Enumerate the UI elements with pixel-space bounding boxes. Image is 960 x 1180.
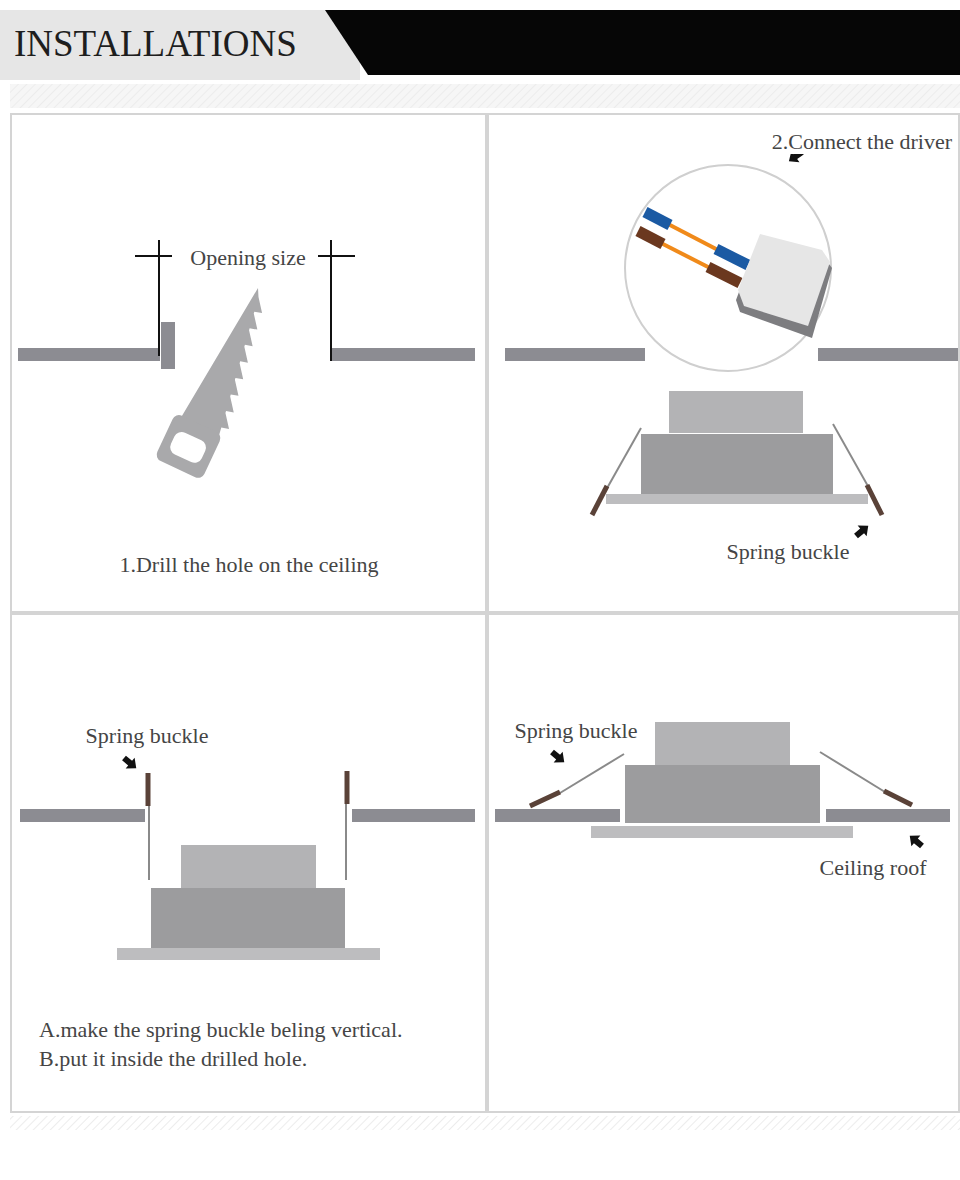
spring-buckle <box>148 804 150 880</box>
downlight <box>655 722 790 765</box>
spring-buckle <box>867 485 882 515</box>
dimension-bracket <box>318 255 355 257</box>
spring-buckle <box>146 773 151 806</box>
driver-detail <box>661 243 710 268</box>
step-panel: Spring buckleCeiling roof <box>487 613 960 1113</box>
driver-detail <box>625 165 832 371</box>
header-bar <box>0 10 360 80</box>
ceiling-slab <box>495 809 620 822</box>
downlight <box>181 845 316 888</box>
downlight <box>606 391 868 504</box>
downlight <box>117 845 380 960</box>
driver-detail <box>638 231 663 244</box>
step-panel: 2.Connect the driverSpring buckle <box>487 113 960 613</box>
ceiling-slab <box>818 348 960 361</box>
dimension-bracket <box>158 240 160 356</box>
spring-buckle <box>820 752 885 792</box>
downlight <box>591 826 853 838</box>
callout-text: B.put it inside the drilled hole. <box>37 1047 309 1071</box>
callout-text: Spring buckle <box>84 724 211 748</box>
callout-text: Spring buckle <box>725 540 852 564</box>
ceiling-slab <box>332 348 475 361</box>
header-bar <box>10 84 960 108</box>
spring-buckle <box>148 771 347 880</box>
header-bar <box>325 10 960 75</box>
illustration <box>905 830 926 851</box>
ceiling-slab <box>826 809 950 822</box>
downlight <box>669 391 803 433</box>
header-bar <box>0 10 960 1130</box>
saw-icon <box>168 429 209 465</box>
callout-text: Ceiling roof <box>818 856 929 880</box>
callout-text: A.make the spring buckle beling vertical… <box>37 1018 405 1042</box>
driver-detail <box>708 267 740 283</box>
dimension-bracket <box>330 240 332 361</box>
driver-detail <box>716 249 748 265</box>
header-bar <box>10 1116 960 1130</box>
driver-detail <box>668 224 718 250</box>
spring-buckle <box>884 791 912 805</box>
driver-detail <box>625 165 831 371</box>
downlight <box>625 765 820 823</box>
step-label: Spring buckle <box>513 719 640 743</box>
spring-buckle <box>345 771 350 804</box>
step-label: Opening size <box>188 246 307 270</box>
downlight <box>641 434 833 494</box>
header-bar <box>10 84 960 108</box>
callout-text: 1.Drill the hole on the ceiling <box>117 553 380 577</box>
illustration <box>120 753 141 774</box>
ceiling-slab <box>161 322 175 369</box>
saw-icon <box>181 282 288 438</box>
illustration <box>852 520 873 541</box>
spring-buckle <box>530 792 560 806</box>
spring-buckle <box>592 424 882 515</box>
ceiling-slab <box>20 809 145 822</box>
spring-buckle <box>560 754 624 793</box>
spring-buckle <box>345 804 347 880</box>
spring-buckle <box>530 752 912 806</box>
saw-icon <box>154 279 288 482</box>
saw-icon <box>154 413 222 480</box>
step-label: 2.Connect the driver <box>770 130 954 154</box>
downlight <box>606 494 868 504</box>
ceiling-slab <box>18 348 160 361</box>
step-panel: Opening size 1.Drill the hole on the ceil… <box>10 113 487 613</box>
spring-buckle <box>833 424 869 488</box>
spring-buckle <box>606 428 641 490</box>
driver-detail <box>738 234 830 326</box>
spring-buckle <box>592 486 607 515</box>
page-title: INSTALLATIONS <box>14 24 297 65</box>
driver-detail <box>645 212 670 225</box>
dimension-bracket <box>135 255 172 257</box>
downlight <box>117 948 380 960</box>
ceiling-slab <box>20 809 475 822</box>
illustration <box>548 747 569 768</box>
step-panel: Spring buckleA.make the spring buckle be… <box>10 613 487 1113</box>
ceiling-slab <box>505 348 645 361</box>
downlight <box>151 888 345 948</box>
ceiling-slab <box>352 809 475 822</box>
